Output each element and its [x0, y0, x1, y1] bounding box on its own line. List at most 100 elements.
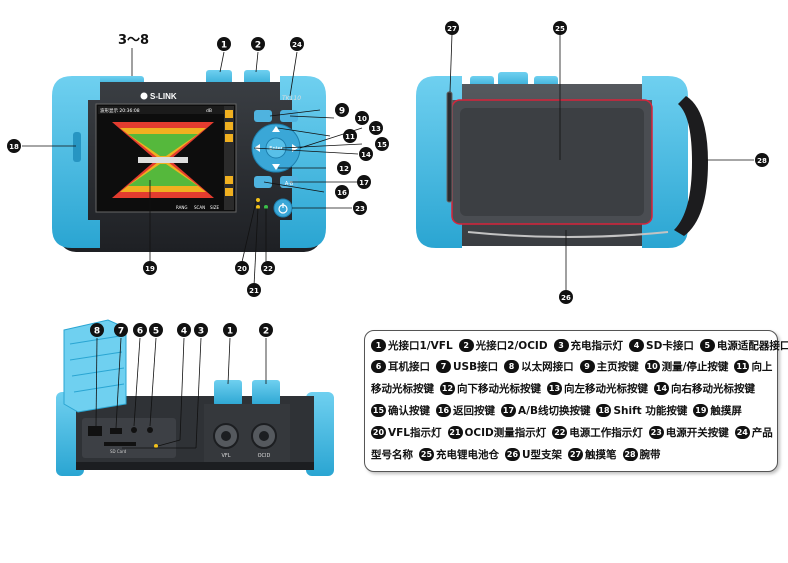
legend-number-badge: 12 [440, 382, 455, 395]
callout-10: 10 [355, 111, 369, 125]
callout-15: 15 [375, 137, 389, 151]
screen-footer-mid: SCAN [194, 205, 205, 210]
screen-toolbar-button [225, 188, 233, 196]
sd-card-slot [104, 442, 136, 446]
ocid-connector-cap [252, 380, 280, 406]
callout-11-label: 11 [345, 133, 355, 141]
legend-number-badge: 25 [419, 448, 434, 461]
callout-27: 27 [445, 21, 459, 35]
ab-switch-key [280, 176, 298, 188]
callout-3-8-label: 3～8 [118, 33, 149, 48]
legend-number-badge: 22 [552, 426, 568, 439]
callout-23-label: 23 [355, 205, 365, 213]
legend-number-badge: 9 [579, 360, 595, 373]
callout-2-label: 2 [255, 41, 261, 51]
legend-number-badge: 4 [629, 339, 645, 352]
sd-card-label: SD Card [110, 449, 127, 454]
side-callout-7-label: 7 [118, 327, 124, 337]
home-key [254, 110, 272, 122]
callout-12: 12 [337, 161, 351, 175]
callout-20-label: 20 [237, 265, 247, 273]
callout-21: 21 [247, 283, 261, 297]
callouts: 3～8 1 2 24 9 10 11 13 14 15 12 16 17 23 … [7, 21, 769, 337]
legend-number-badge: 19 [693, 404, 709, 417]
side-callout-3-label: 3 [198, 327, 204, 337]
callout-16: 16 [335, 185, 349, 199]
callout-28-label: 28 [757, 157, 767, 165]
front-view: 波形显示 20:36:08 dB RANG SCAN SIZE S-LINK T… [52, 70, 326, 252]
ethernet-port [88, 426, 102, 436]
vfl-port-label: VFL [221, 453, 230, 459]
back-key [254, 176, 272, 188]
callout-28: 28 [755, 153, 769, 167]
callout-26: 26 [559, 290, 573, 304]
legend-number-badge: 5 [699, 339, 715, 352]
legend-number-badge: 28 [622, 448, 638, 461]
power-indicator [264, 205, 268, 209]
legend-number-badge: 10 [644, 360, 660, 373]
u-stand [467, 231, 669, 238]
legend-item-text: 光接口2/OCID [475, 340, 548, 352]
callout-10-label: 10 [357, 115, 367, 123]
back-right-bumper [642, 76, 688, 248]
legend-number-badge: 16 [436, 404, 451, 417]
side-base [76, 462, 314, 470]
legend-item-text: VFL指示灯 [388, 427, 442, 439]
legend-item-text: USB接口 [453, 361, 499, 373]
side-callout-8-label: 8 [94, 327, 100, 337]
legend-item-text: 产品 [751, 427, 773, 439]
legend-item: 移动光标按键 [371, 380, 434, 398]
legend-item-text: 向上 [751, 361, 773, 373]
shift-key [73, 132, 81, 162]
legend-item-text: 向左移动光标按键 [564, 383, 648, 395]
screen-footer-left: RANG [176, 205, 187, 210]
side-callout-7: 7 [114, 323, 128, 337]
ocid-indicator [256, 205, 260, 209]
side-view: SD Card VFL OCID [56, 319, 334, 476]
vfl-indicator [256, 198, 260, 202]
legend-item-text: 以太网接口 [521, 361, 574, 373]
callout-21-label: 21 [249, 287, 259, 295]
ocid-port-label: OCID [258, 453, 271, 459]
legend-number-badge: 8 [504, 360, 520, 373]
legend-item-text: 确认按键 [388, 405, 430, 417]
legend-item-text: A/B线切换按键 [518, 405, 591, 417]
callout-15-label: 15 [377, 141, 387, 149]
usb-port [110, 428, 122, 434]
side-callout-1: 1 [223, 323, 237, 337]
legend-item-text: 光接口1/VFL [388, 340, 453, 352]
model-name: TK110 [282, 95, 301, 102]
legend-number-badge: 2 [458, 339, 474, 352]
screen-toolbar-button [225, 110, 233, 118]
battery-cover [460, 108, 644, 216]
legend-item-text: 充电锂电池仓 [436, 449, 499, 461]
side-callout-1-label: 1 [227, 327, 233, 337]
callout-25-label: 25 [555, 25, 565, 33]
callout-13-label: 13 [371, 125, 381, 133]
callout-1-label: 1 [221, 41, 227, 51]
screen-header-right: dB [206, 108, 212, 114]
legend-item-text: 腕带 [639, 449, 661, 461]
legend-item-text: OCID测量指示灯 [464, 427, 547, 439]
side-callout-5-label: 5 [153, 327, 159, 337]
callout-20: 20 [235, 261, 249, 275]
vfl-connector-cap [214, 380, 242, 406]
legend-item: 型号名称 [371, 446, 413, 464]
side-callout-3: 3 [194, 323, 208, 337]
legend-item-text: 触摸屏 [710, 405, 742, 417]
legend-number-badge: 21 [447, 426, 463, 439]
